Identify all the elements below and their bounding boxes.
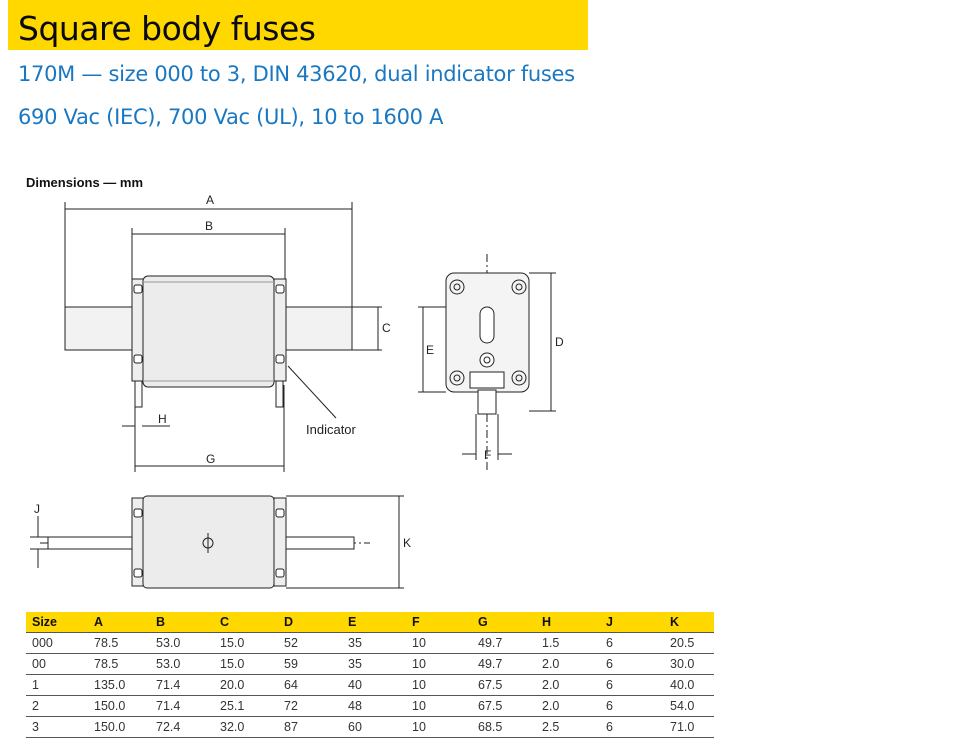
cell-size: 00 xyxy=(26,653,88,675)
cell-e: 40 xyxy=(342,674,406,696)
cell-h: 2.0 xyxy=(536,674,600,696)
dim-label-f: F xyxy=(484,448,491,462)
cell-g: 67.5 xyxy=(472,695,536,717)
cell-f: 10 xyxy=(406,716,472,738)
cell-k: 40.0 xyxy=(664,674,714,696)
cell-k: 30.0 xyxy=(664,653,714,675)
cell-b: 53.0 xyxy=(150,653,214,675)
dim-label-a: A xyxy=(206,193,214,207)
dimensions-table: Size A B C D E F G H J K 000 78.5 53.0 1… xyxy=(26,612,714,738)
cell-size: 3 xyxy=(26,716,88,738)
dim-label-g: G xyxy=(206,452,215,466)
table-row: 00 78.5 53.0 15.0 59 35 10 49.7 2.0 6 30… xyxy=(26,653,714,675)
cell-j: 6 xyxy=(600,653,664,675)
page-title: Square body fuses xyxy=(18,9,316,48)
column-header-j: J xyxy=(600,612,664,633)
cell-h: 1.5 xyxy=(536,632,600,654)
cell-b: 72.4 xyxy=(150,716,214,738)
subtitle-ratings: 690 Vac (IEC), 700 Vac (UL), 10 to 1600 … xyxy=(18,105,444,129)
cell-f: 10 xyxy=(406,674,472,696)
cell-e: 48 xyxy=(342,695,406,717)
cell-a: 78.5 xyxy=(88,632,150,654)
table-header-row: Size A B C D E F G H J K xyxy=(26,612,714,633)
cell-k: 20.5 xyxy=(664,632,714,654)
cell-g: 68.5 xyxy=(472,716,536,738)
cell-c: 20.0 xyxy=(214,674,278,696)
title-bar: Square body fuses xyxy=(8,0,588,50)
dimensions-caption: Dimensions — mm xyxy=(26,175,144,190)
dim-label-c: C xyxy=(382,321,391,335)
fuse-dimension-drawing: A B C G H Indicator D E F xyxy=(30,193,564,589)
column-header-f: F xyxy=(406,612,472,633)
dim-label-h: H xyxy=(158,412,167,426)
cell-d: 87 xyxy=(278,716,342,738)
column-header-d: D xyxy=(278,612,342,633)
column-header-g: G xyxy=(472,612,536,633)
subtitle-series: 170M — size 000 to 3, DIN 43620, dual in… xyxy=(18,62,575,86)
cell-e: 35 xyxy=(342,653,406,675)
cell-j: 6 xyxy=(600,716,664,738)
column-header-k: K xyxy=(664,612,714,633)
cell-b: 71.4 xyxy=(150,695,214,717)
cell-j: 6 xyxy=(600,632,664,654)
dim-label-b: B xyxy=(205,219,213,233)
cell-a: 135.0 xyxy=(88,674,150,696)
column-header-c: C xyxy=(214,612,278,633)
dim-label-e: E xyxy=(426,343,434,357)
cell-d: 64 xyxy=(278,674,342,696)
cell-j: 6 xyxy=(600,695,664,717)
cell-e: 60 xyxy=(342,716,406,738)
cell-size: 1 xyxy=(26,674,88,696)
cell-e: 35 xyxy=(342,632,406,654)
cell-h: 2.0 xyxy=(536,695,600,717)
table-row: 1 135.0 71.4 20.0 64 40 10 67.5 2.0 6 40… xyxy=(26,674,714,696)
cell-c: 15.0 xyxy=(214,653,278,675)
cell-g: 67.5 xyxy=(472,674,536,696)
cell-b: 71.4 xyxy=(150,674,214,696)
dim-label-k: K xyxy=(403,536,411,550)
cell-k: 54.0 xyxy=(664,695,714,717)
cell-c: 32.0 xyxy=(214,716,278,738)
dim-label-d: D xyxy=(555,335,564,349)
column-header-b: B xyxy=(150,612,214,633)
cell-k: 71.0 xyxy=(664,716,714,738)
column-header-e: E xyxy=(342,612,406,633)
cell-c: 15.0 xyxy=(214,632,278,654)
table-row: 2 150.0 71.4 25.1 72 48 10 67.5 2.0 6 54… xyxy=(26,695,714,717)
dim-label-j: J xyxy=(34,502,40,516)
cell-h: 2.5 xyxy=(536,716,600,738)
table-row: 3 150.0 72.4 32.0 87 60 10 68.5 2.5 6 71… xyxy=(26,716,714,738)
cell-g: 49.7 xyxy=(472,653,536,675)
cell-d: 59 xyxy=(278,653,342,675)
cell-b: 53.0 xyxy=(150,632,214,654)
cell-f: 10 xyxy=(406,695,472,717)
cell-h: 2.0 xyxy=(536,653,600,675)
cell-f: 10 xyxy=(406,653,472,675)
cell-j: 6 xyxy=(600,674,664,696)
cell-size: 000 xyxy=(26,632,88,654)
column-header-h: H xyxy=(536,612,600,633)
column-header-size: Size xyxy=(26,612,88,633)
indicator-label: Indicator xyxy=(306,422,357,437)
cell-a: 150.0 xyxy=(88,695,150,717)
cell-g: 49.7 xyxy=(472,632,536,654)
table-row: 000 78.5 53.0 15.0 52 35 10 49.7 1.5 6 2… xyxy=(26,632,714,654)
cell-a: 150.0 xyxy=(88,716,150,738)
cell-d: 72 xyxy=(278,695,342,717)
cell-d: 52 xyxy=(278,632,342,654)
cell-f: 10 xyxy=(406,632,472,654)
cell-c: 25.1 xyxy=(214,695,278,717)
cell-size: 2 xyxy=(26,695,88,717)
cell-a: 78.5 xyxy=(88,653,150,675)
column-header-a: A xyxy=(88,612,150,633)
